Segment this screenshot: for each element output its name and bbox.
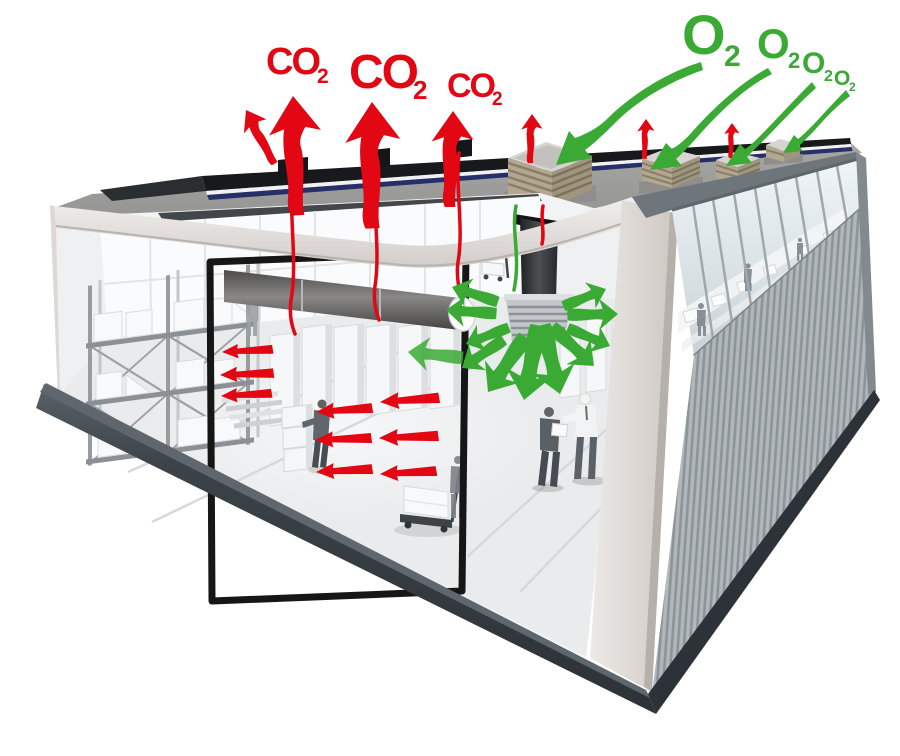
co2-label-1: CO 2 — [266, 41, 329, 88]
vent-end-wedge — [100, 176, 206, 201]
storage-aisle-stacks — [269, 312, 460, 427]
building-front-shell — [36, 152, 880, 714]
o2-label-4-main: O — [834, 67, 850, 90]
o2-label-4: O 2 — [834, 67, 856, 94]
foundation-base-right — [648, 390, 880, 714]
o2-label-1-sub: 2 — [724, 40, 741, 73]
right-corner-edge — [856, 152, 876, 394]
corner-column-edge — [644, 212, 678, 692]
co2-arrow-partial — [234, 103, 288, 170]
duct-supply-streak — [512, 204, 519, 292]
o2-label-2-main: O — [757, 20, 790, 67]
o2-label-3: O 2 — [802, 47, 833, 85]
o2-label-1-main: O — [682, 3, 726, 66]
co2-label-2: CO 2 — [349, 46, 427, 105]
co2-label-3-main: CO — [447, 67, 496, 105]
supply-airflow — [406, 62, 850, 405]
o2-swoosh-3 — [726, 82, 816, 166]
o2-label-1: O 2 — [682, 3, 741, 73]
o2-label-3-sub: 2 — [824, 68, 833, 85]
co2-label-2-sub: 2 — [413, 75, 427, 105]
o2-label-2-sub: 2 — [788, 48, 800, 73]
pallet-truck — [394, 467, 462, 537]
o2-swoosh-2 — [650, 68, 772, 170]
o2-label-2: O 2 — [757, 20, 800, 73]
fascia-shadow-line — [55, 215, 645, 267]
co2-label-1-main: CO — [266, 41, 319, 83]
corrugated-wall — [652, 204, 874, 694]
roof-fascia-band — [54, 197, 646, 268]
crate-stack — [281, 403, 313, 473]
gas-labels: CO 2 CO 2 CO 2 O 2 O 2 O 2 O 2 — [266, 3, 856, 110]
co2-label-1-sub: 2 — [317, 65, 329, 88]
supervisor-talking — [562, 393, 608, 486]
o2-label-4-sub: 2 — [849, 80, 856, 94]
foundation-top-lip — [40, 383, 650, 698]
roof-edge-trim — [632, 152, 858, 218]
worker-with-box — [532, 407, 569, 492]
co2-label-2-main: CO — [349, 46, 418, 99]
door-barrel — [224, 270, 460, 330]
glass-worker-silhouettes — [697, 237, 804, 336]
warehouse-interior — [56, 193, 658, 658]
glass-mullions — [691, 165, 849, 340]
o2-swoosh-1 — [556, 62, 703, 165]
co2-label-3-sub: 2 — [492, 89, 503, 110]
o2-swoosh-4 — [783, 90, 850, 153]
o2-label-3-main: O — [802, 47, 825, 80]
co2-label-3: CO 2 — [447, 67, 503, 110]
